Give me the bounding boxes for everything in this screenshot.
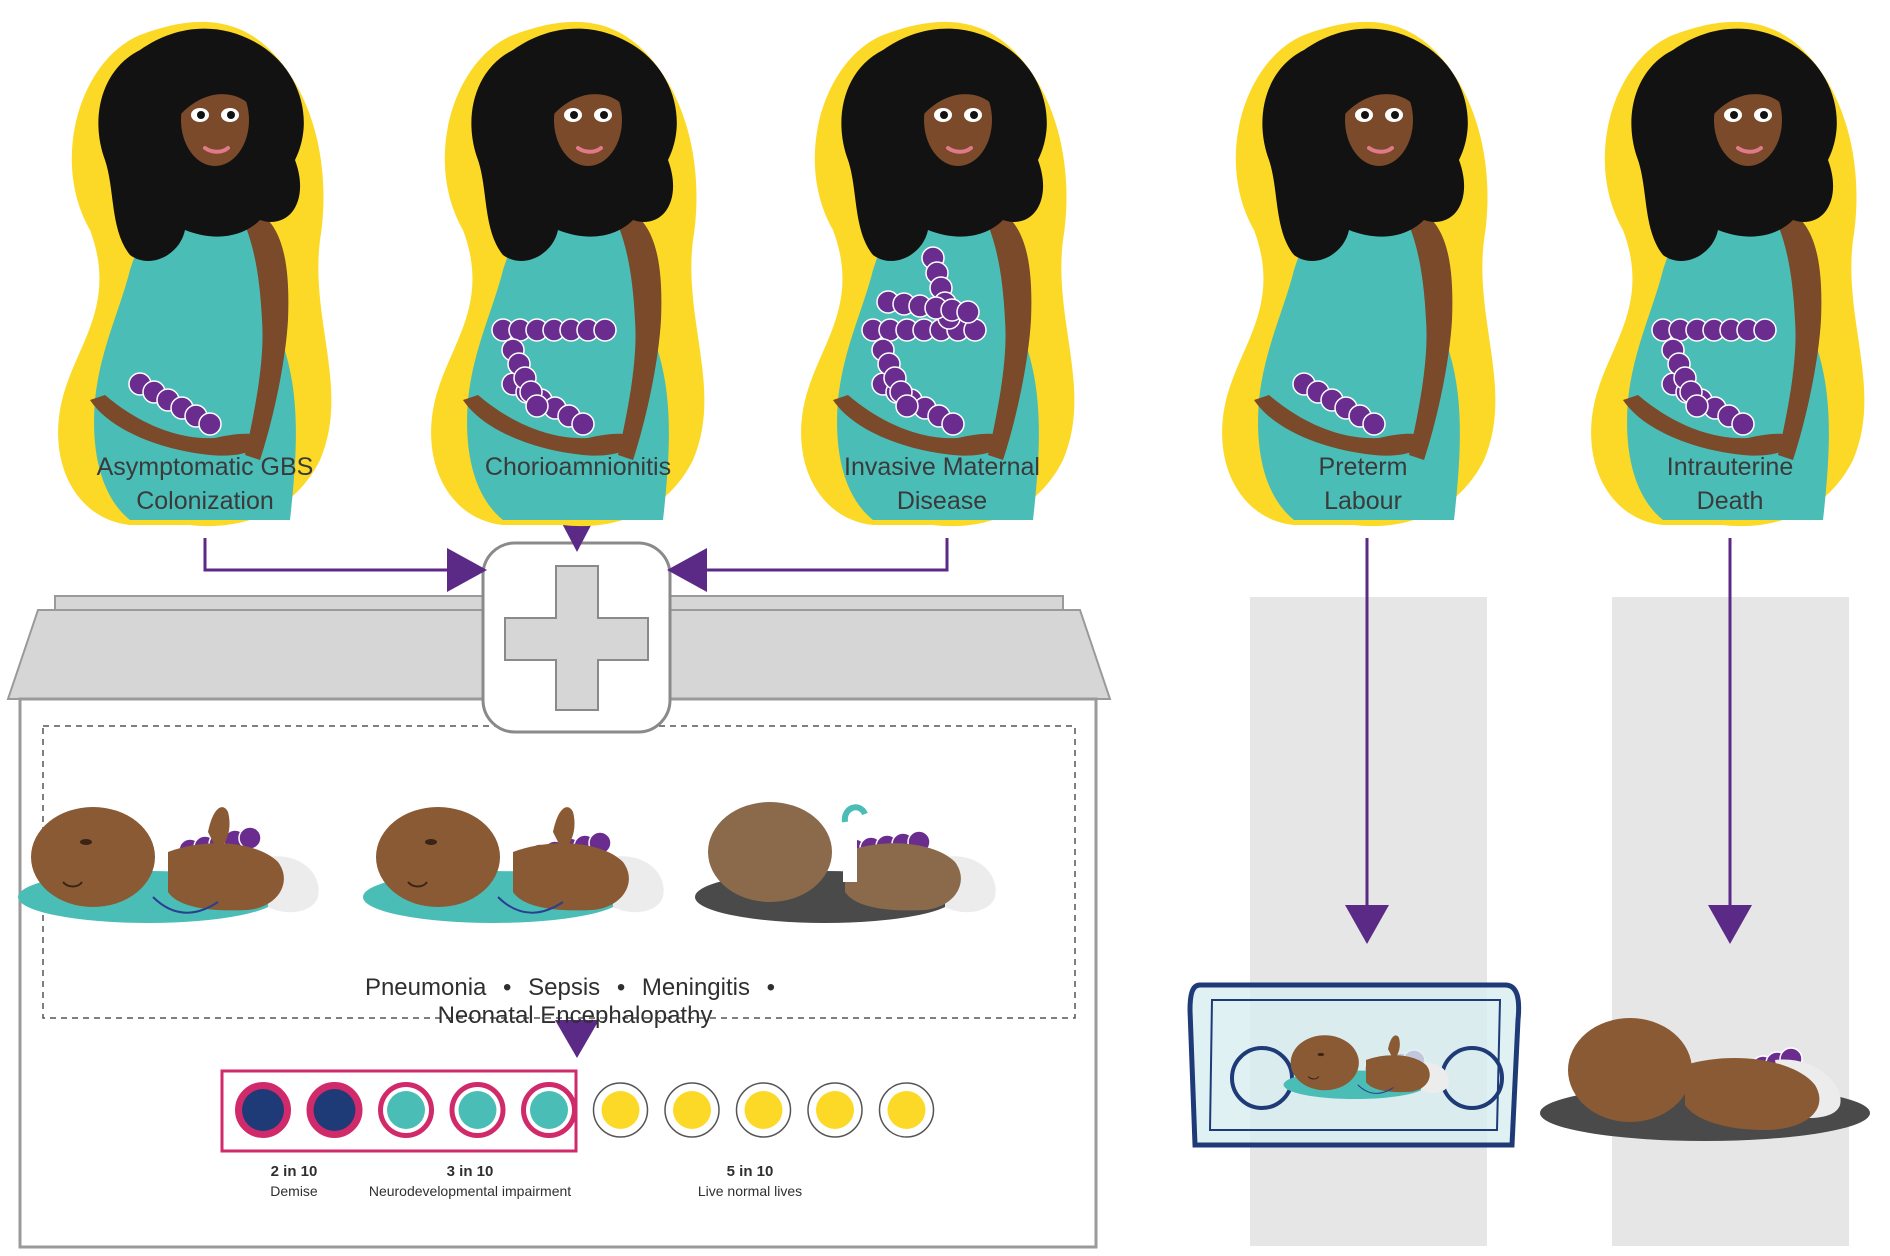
condition-pneumonia: Pneumonia xyxy=(364,974,487,1001)
outcome-circle-fill xyxy=(458,1091,497,1129)
stat-normal-count: 5 in 10 xyxy=(726,1163,774,1180)
stat-demise-label: Demise xyxy=(270,1183,318,1199)
outcome-circle-fill xyxy=(744,1091,783,1129)
outcome-circle-fill xyxy=(313,1089,356,1131)
stat-impairment-label: Neurodevelopmental impairment xyxy=(368,1183,572,1199)
outcome-circle-fill xyxy=(242,1089,284,1131)
arrow-head xyxy=(555,1020,599,1058)
stat-normal: 5 in 10 Live normal lives xyxy=(670,1162,830,1200)
outcome-circle-fill xyxy=(387,1091,425,1129)
arrow-head xyxy=(1708,905,1752,944)
neonatal-conditions: Pneumonia • Sepsis • Meningitis • Neonat… xyxy=(225,974,925,1030)
bacteria-cell xyxy=(895,394,919,418)
outcome-circle-fill xyxy=(601,1091,640,1129)
bacteria-cell xyxy=(956,300,980,324)
arrow-head xyxy=(667,548,707,592)
condition-meningitis: Meningitis xyxy=(641,974,750,1001)
incubator xyxy=(1187,982,1522,1148)
bacteria-cell xyxy=(941,412,965,436)
stat-impairment: 3 in 10 Neurodevelopmental impairment xyxy=(350,1162,590,1200)
label-chorioamnionitis: Chorioamnionitis xyxy=(484,453,672,481)
separator-dot: • xyxy=(503,974,512,1001)
bacteria-cell xyxy=(525,394,549,418)
separator-dot: • xyxy=(766,974,776,1001)
medical-cross-icon xyxy=(481,541,672,734)
bacteria-cell xyxy=(571,412,595,436)
bacteria-cell xyxy=(1731,412,1755,436)
stat-demise: 2 in 10 Demise xyxy=(214,1162,374,1200)
baby-encephalopathy xyxy=(695,802,996,923)
bacteria-cell xyxy=(1362,412,1386,436)
stillborn-baby xyxy=(1540,1018,1870,1141)
hospital-building xyxy=(6,595,1112,1249)
separator-dot: • xyxy=(616,974,626,1001)
outcome-circle-fill xyxy=(816,1091,854,1129)
arrow-head xyxy=(447,548,487,592)
arrow-head xyxy=(1345,905,1389,944)
stat-demise-count: 2 in 10 xyxy=(270,1163,318,1180)
bacteria-cell xyxy=(1753,318,1777,342)
outcome-circles xyxy=(235,1082,935,1138)
condition-neonatal-encephalopathy: Neonatal Encephalopathy xyxy=(437,1002,713,1029)
outcome-circle-fill xyxy=(887,1091,926,1129)
outcome-circle-fill xyxy=(530,1091,568,1129)
condition-sepsis: Sepsis xyxy=(528,974,601,1001)
bacteria-cell xyxy=(1685,394,1709,418)
stat-impairment-count: 3 in 10 xyxy=(446,1163,494,1180)
bacteria-cell xyxy=(593,318,617,342)
outcome-circle-fill xyxy=(673,1091,711,1129)
stat-normal-label: Live normal lives xyxy=(697,1183,803,1199)
bacteria-cell xyxy=(198,412,222,436)
